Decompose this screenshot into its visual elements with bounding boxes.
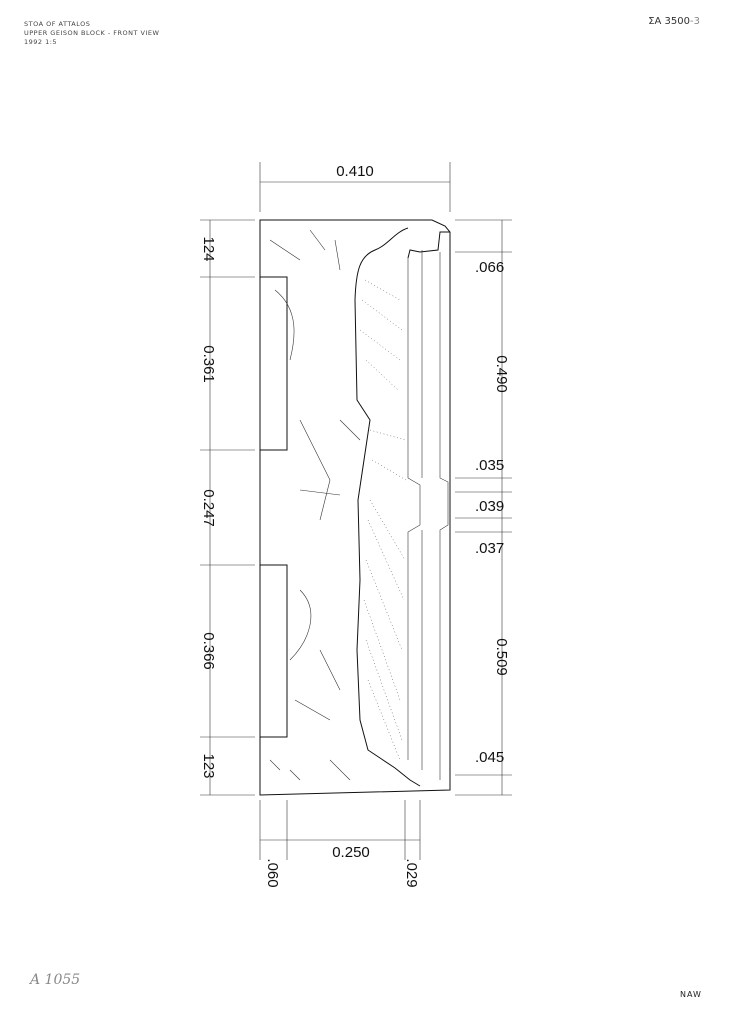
dim-left-4: 0.366 <box>200 632 217 670</box>
catalog-number: ΣΑ 3500-3 <box>648 16 700 27</box>
title-line-date-scale: 1992 1:5 <box>24 38 58 46</box>
title-line-subject: UPPER GEISON BLOCK - FRONT VIEW <box>24 29 160 37</box>
dim-right-4: .039 <box>475 498 504 515</box>
dim-bottom-3: .029 <box>403 858 420 887</box>
dim-right-1: .066 <box>475 259 504 276</box>
drafter-initials: NAW <box>680 990 702 999</box>
inventory-number: A 1055 <box>30 972 81 988</box>
dim-right-7: .045 <box>475 749 504 766</box>
dim-bottom-1: .060 <box>264 858 281 887</box>
dimension-top: 0.410 <box>259 162 451 212</box>
dimension-right: .066 0.490 .035 .039 .037 0.509 .045 <box>455 219 512 796</box>
dimension-left: 124 0.361 0.247 0.366 123 <box>200 219 255 796</box>
dim-right-5: .037 <box>475 540 504 557</box>
dim-left-2: 0.361 <box>200 345 217 383</box>
dimension-bottom: .060 0.250 .029 <box>259 800 421 888</box>
title-line-site: STOA OF ATTALOS <box>24 20 91 28</box>
dim-right-2: 0.490 <box>493 355 510 393</box>
dim-left-5: 123 <box>200 753 217 778</box>
surface-texture <box>269 229 407 781</box>
catalog-number-main: ΣΑ 3500 <box>648 16 691 27</box>
catalog-number-suffix: -3 <box>690 16 700 27</box>
dim-left-3: 0.247 <box>200 489 217 527</box>
dim-left-1: 124 <box>200 236 217 261</box>
dim-top-width: 0.410 <box>336 163 374 180</box>
drawing-title-block: STOA OF ATTALOS UPPER GEISON BLOCK - FRO… <box>24 20 159 47</box>
dim-bottom-2: 0.250 <box>332 844 370 861</box>
dim-right-6: 0.509 <box>493 638 510 676</box>
dim-right-3: .035 <box>475 457 504 474</box>
block-outline <box>259 219 451 796</box>
